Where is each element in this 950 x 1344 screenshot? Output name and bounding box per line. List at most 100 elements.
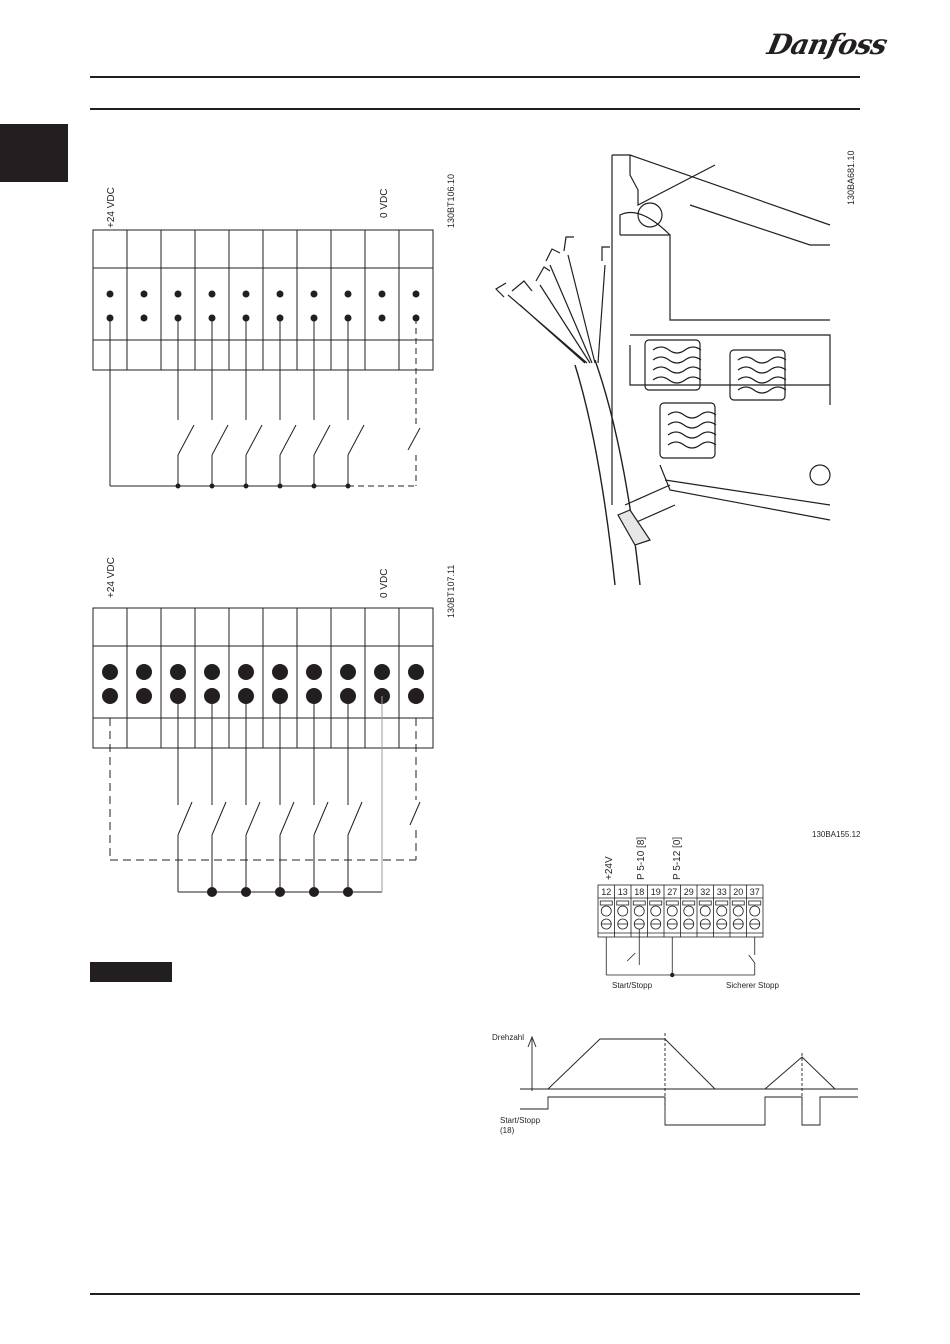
start-stop-label: Start/Stopp: [612, 981, 653, 990]
terminal-number: 13: [618, 887, 628, 897]
cable-figure-code: 130BA681.10: [846, 150, 856, 205]
bus-junction: [278, 484, 282, 488]
switch-blade: [410, 802, 420, 825]
header-rule-top: [90, 76, 860, 78]
bus-junction: [346, 484, 350, 488]
note-label: [90, 962, 172, 982]
terminal-clip: [633, 901, 645, 905]
terminal-clamp-dot: [409, 689, 424, 704]
terminal-screw-dot: [205, 665, 220, 680]
terminal-screw-upper: [684, 906, 694, 916]
start-stop-switch: [627, 953, 635, 961]
cable-illustration: 130BA681.10: [490, 145, 860, 585]
terminal-clip: [683, 901, 695, 905]
terminal-screw-dot: [239, 665, 254, 680]
switch-blade: [212, 802, 226, 835]
safe-stop-switch: [749, 955, 755, 963]
terminal-p512-label: P 5-12 [0]: [672, 837, 683, 880]
switch-blade: [314, 802, 328, 835]
pnp-figure-code: 130BT106.10: [446, 174, 456, 228]
terminal-clamp-dot: [103, 689, 118, 704]
pnp-0v-label: 0 VDC: [379, 189, 390, 218]
terminal-screw-dot: [141, 291, 147, 297]
terminal-clamp-dot: [137, 689, 152, 704]
terminal-figure-code: 130BA155.12: [812, 830, 861, 839]
terminal-screw-upper: [667, 906, 677, 916]
switch-blade: [348, 425, 364, 455]
terminal-screw-dot: [307, 665, 322, 680]
pnp-24v-label: +24 VDC: [106, 187, 117, 228]
terminal-screw-dot: [409, 665, 424, 680]
switch-blade: [348, 802, 362, 835]
start-stop-signal-label: Start/Stopp: [500, 1116, 541, 1125]
bus-junction: [176, 484, 180, 488]
wire-junction: [670, 973, 674, 977]
terminal-clip: [666, 901, 678, 905]
npn-figure-code: 130BT107.11: [446, 565, 456, 618]
switch-blade: [280, 425, 296, 455]
terminal-screw-dot: [171, 665, 186, 680]
bus-junction: [208, 888, 217, 897]
terminal-number: 32: [700, 887, 710, 897]
terminal-24v-label: +24V: [604, 856, 615, 880]
pnp-switch-wiring: [110, 318, 420, 488]
terminal-clip: [617, 901, 629, 905]
switch-blade: [408, 428, 420, 450]
terminal-number: 18: [634, 887, 644, 897]
terminal-screw-dot: [103, 665, 118, 680]
terminal-screw-upper: [634, 906, 644, 916]
switch-blade: [212, 425, 228, 455]
terminal-screw-upper: [717, 906, 727, 916]
terminal-start-stop-diagram: +24V P 5-10 [8] P 5-12 [0] 130BA155.12 1…: [590, 815, 870, 995]
terminal-screw-dot: [379, 291, 385, 297]
switch-blade: [178, 425, 194, 455]
terminal-clip: [716, 901, 728, 905]
terminal-number: 19: [651, 887, 661, 897]
bus-junction: [210, 484, 214, 488]
terminal-screw-dot: [341, 665, 356, 680]
terminal-screw-dot: [413, 291, 419, 297]
bus-junction: [244, 484, 248, 488]
terminal-block: 12131819272932332037: [598, 885, 763, 977]
switch-blade: [178, 802, 192, 835]
terminal-clamp-dot: [379, 315, 385, 321]
terminal-screw-dot: [243, 291, 249, 297]
npn-switch-wiring: [110, 696, 420, 897]
terminal-clip: [699, 901, 711, 905]
terminal-clip: [749, 901, 761, 905]
terminal-screw-dot: [375, 665, 390, 680]
terminal-number: 20: [733, 887, 743, 897]
speed-timing-diagram: Drehzahl Start/Stopp (18): [490, 1025, 860, 1140]
pnp-terminal-block: [93, 230, 433, 370]
terminal-clamp-dot: [141, 315, 147, 321]
terminal-screw-dot: [311, 291, 317, 297]
terminal-screw-dot: [107, 291, 113, 297]
speed-axis-label: Drehzahl: [492, 1033, 524, 1042]
chapter-tab: [0, 124, 68, 182]
bus-junction: [344, 888, 353, 897]
terminal-screw-upper: [651, 906, 661, 916]
npn-wiring-diagram: +24 VDC 0 VDC 130BT107.11: [90, 550, 470, 900]
terminal-clip: [732, 901, 744, 905]
switch-blade: [314, 425, 330, 455]
terminal-screw-upper: [601, 906, 611, 916]
terminal-clip: [600, 901, 612, 905]
switch-blade: [246, 802, 260, 835]
bus-junction: [312, 484, 316, 488]
switch-blade: [246, 425, 262, 455]
bus-junction: [310, 888, 319, 897]
terminal-screw-upper: [733, 906, 743, 916]
terminal-screw-upper: [618, 906, 628, 916]
terminal-clip: [650, 901, 662, 905]
safe-stop-label: Sicherer Stopp: [726, 981, 779, 990]
footer-rule: [90, 1293, 860, 1295]
terminal-p510-label: P 5-10 [8]: [636, 837, 647, 880]
terminal-screw-dot: [277, 291, 283, 297]
terminal-screw-dot: [209, 291, 215, 297]
terminal-number: 29: [684, 887, 694, 897]
terminal-screw-dot: [175, 291, 181, 297]
terminal-number: 27: [667, 887, 677, 897]
switch-blade: [280, 802, 294, 835]
start-stop-signal-sub: (18): [500, 1126, 515, 1135]
terminal-number: 37: [750, 887, 760, 897]
